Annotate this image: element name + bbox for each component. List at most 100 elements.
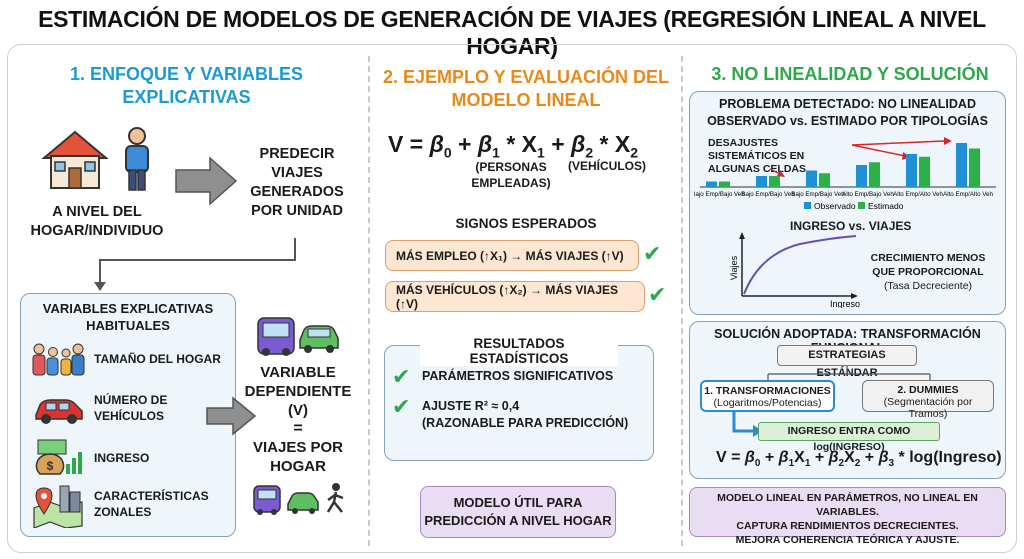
diminishing-curve [743,235,857,295]
option-dummies-detail: (Segmentación por Tramos) [883,396,973,420]
bar-observado-4 [906,154,917,187]
legend-swatch-estimated [858,202,865,209]
svg-text:$: $ [47,459,54,473]
regression-equation: V = β0 + β1 * X1 + β2 * X2 [388,131,638,161]
signs-title: SIGNOS ESPERADOS [455,216,597,231]
check-icon: ✔ [643,241,662,266]
check-icon: ✔ [392,394,411,419]
problem-subtitle: OBSERVADO vs. ESTIMADO POR TIPOLOGÍAS [707,114,988,128]
bar-estimado-3 [869,162,880,187]
income-icon: $ [35,439,82,475]
equals-sign: = [293,420,303,437]
category-label-0: Bajo Emp/Bajo Veh [694,191,745,198]
misfit-arrowhead [777,170,785,177]
curve-y-arrow [739,232,745,239]
equation-note-x1: (PERSONAS EMPLEADAS) [471,160,551,190]
goal-label: PREDECIR VIAJES GENERADOS POR UNIDAD [250,146,344,219]
misfit-arrowhead [944,137,952,145]
bar-estimado-2 [819,173,830,187]
problem-title: PROBLEMA DETECTADO: NO LINEALIDAD [719,97,976,111]
sign-vehicles: MÁS VEHÍCULOS (↑X₂) → MÁS VIAJES (↑V) [385,281,645,312]
level-label: A NIVEL DEL HOGAR/INDIVIDUO [30,204,164,239]
option-transformations: 1. TRANSFORMACIONES (Logaritmos/Potencia… [700,380,835,412]
sign-employment: MÁS EMPLEO (↑X₁) → MÁS VIAJES (↑V) [385,240,639,271]
column-divider [681,56,683,546]
legend-swatch-observed [804,202,811,209]
dependent-variable-label: VARIABLE DEPENDIENTE (V) [244,364,352,419]
bar-estimado-1 [769,176,780,187]
col3-heading: 3. NO LINEALIDAD Y SOLUCIÓN [711,64,989,84]
sign-employment-label: MÁS EMPLEO (↑X₁) → MÁS VIAJES (↑V) [396,248,624,263]
result-r2: AJUSTE R² ≈ 0,4 [422,399,520,413]
category-label-5: Alto Emp/Alto Veh [943,191,993,198]
car-icon [35,399,83,424]
category-label-2: Bajo Emp/Bajo Veh [791,191,845,198]
var-zonal: CARACTERÍSTICAS ZONALES [94,489,209,519]
option-transformations-detail: (Logaritmos/Potencias) [713,397,822,409]
page-title: ESTIMACIÓN DE MODELOS DE GENERACIÓN DE V… [38,6,986,59]
equation-note-x2: (VEHÍCULOS) [568,159,646,173]
bar-observado-2 [806,170,817,187]
modes-icon [253,483,344,515]
dependent-variable-value: VIAJES POR HOGAR [252,439,344,475]
curve-note-line2: QUE PROPORCIONAL [872,266,984,278]
category-label-3: Alto Emp/Bajo Veh [842,191,894,198]
curve-xlabel: Ingreso [830,299,860,308]
bar-observado-3 [856,165,867,187]
check-icon: ✔ [648,282,667,307]
misfit-arrow [851,140,945,146]
arrow-right-icon [175,156,238,206]
column-divider [368,56,370,546]
useful-model-box: MODELO ÚTIL PARA PREDICCIÓN A NIVEL HOGA… [420,486,616,538]
main-frame [7,44,1017,553]
col2-heading: 2. EJEMPLO Y EVALUACIÓN DEL MODELO LINEA… [382,67,670,110]
bar-observado-0 [706,181,717,187]
curve-note: CRECIMIENTO MENOS QUE PROPORCIONAL (Tasa… [858,251,998,293]
house-icon [41,130,109,189]
check-icon: ✔ [392,364,411,389]
category-label-4: Alto Emp/Alto Veh [893,191,943,198]
option-dummies-title: 2. DUMMIES [897,384,959,396]
income-trips-curve: Viajes Ingreso [730,232,860,308]
summary-line3: MEJORA COHERENCIA TEÓRICA Y AJUSTE. [735,534,960,546]
var-income: INGRESO [94,451,150,465]
connector-arrow [94,238,296,291]
var-household-size: TAMAÑO DEL HOGAR [94,352,221,366]
misfit-note: DESAJUSTES SISTEMÁTICOS EN ALGUNAS CELDA… [708,137,807,175]
summary-line1: MODELO LINEAL EN PARÁMETROS, NO LINEAL E… [717,492,978,518]
variables-title: VARIABLES EXPLICATIVAS HABITUALES [42,301,214,333]
col1-heading: 1. ENFOQUE Y VARIABLES EXPLICATIVAS [69,64,304,107]
bar-estimado-4 [919,156,930,187]
var-vehicles: NÚMERO DE VEHÍCULOS [94,393,168,423]
result-r2-note: (RAZONABLE PARA PREDICCIÓN) [422,416,629,430]
arrow-right-icon [206,396,257,436]
bar-observado-5 [956,143,967,187]
curve-title: INGRESO vs. VIAJES [790,219,912,233]
zone-map-icon [33,485,83,528]
log-income-box: INGRESO ENTRA COMO log(INGRESO) [758,422,940,453]
bar-observado-1 [756,176,767,187]
option-transformations-title: 1. TRANSFORMACIONES [704,385,831,397]
person-icon [125,127,149,191]
transformed-equation: V = β0 + β1X1 + β2X2 + β3 * log(Ingreso) [716,449,1002,470]
legend-estimated: Estimado [868,201,904,211]
curve-note-line1: CRECIMIENTO MENOS [870,252,986,264]
curve-note-line3: (Tasa Decreciente) [883,280,973,292]
family-icon [32,343,85,376]
curve-x-arrow [851,293,858,299]
result-significant: PARÁMETROS SIGNIFICATIVOS [422,369,614,383]
bar-estimado-0 [719,181,730,187]
summary-line2: CAPTURA RENDIMIENTOS DECRECIENTES. [736,520,959,532]
sign-vehicles-label: MÁS VEHÍCULOS (↑X₂) → MÁS VIAJES (↑V) [396,282,619,311]
misfit-arrow [851,144,911,158]
legend-observed: Observado [814,201,856,211]
category-label-1: Bajo Emp/Bajo Veh [741,191,795,198]
bus-car-icon [257,317,339,356]
bar-estimado-5 [969,148,980,187]
option-dummies: 2. DUMMIES (Segmentación por Tramos) [862,380,994,420]
summary-box: MODELO LINEAL EN PARÁMETROS, NO LINEAL E… [689,487,1006,546]
curve-ylabel: Viajes [730,255,739,280]
strategies-box: ESTRATEGIAS ESTÁNDAR [777,345,917,379]
results-title: RESULTADOS ESTADÍSTICOS [420,336,618,366]
